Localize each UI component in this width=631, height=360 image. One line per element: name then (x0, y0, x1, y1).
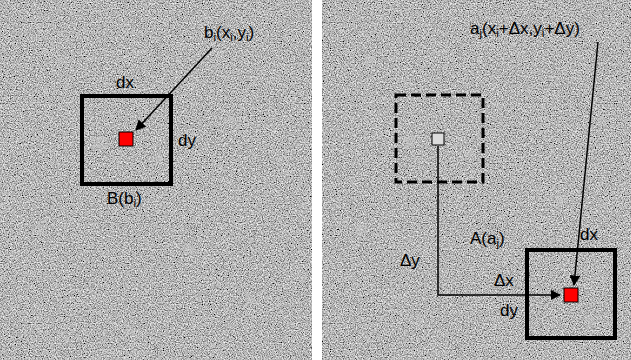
speckle-panel (0, 0, 312, 360)
displacement-label: Δx (494, 272, 514, 291)
target-box (527, 250, 615, 338)
label-text: dy (178, 132, 196, 151)
label-text: dx (580, 226, 598, 245)
subset-box (82, 96, 171, 184)
label-text: dy (500, 302, 518, 321)
label-text: dx (116, 74, 134, 93)
leader-arrow (574, 42, 598, 285)
dimension-label: dx (580, 226, 598, 245)
subset-label: A(aj) (470, 230, 505, 249)
dimension-label: dy (178, 132, 196, 151)
dimension-label: dx (116, 74, 134, 93)
label-text: A(aj) (470, 230, 505, 249)
reference-point (432, 133, 444, 145)
label-text: aj(xi+Δx,yi+Δy) (470, 20, 580, 39)
point-label: bi(xi,yi) (204, 24, 254, 43)
dimension-label: dy (500, 302, 518, 321)
displacement-path (438, 146, 560, 295)
reference-box (396, 95, 483, 182)
target-center (564, 288, 578, 302)
subset-label: B(bi) (107, 190, 142, 209)
displacement-label: Δy (400, 252, 420, 271)
point-label: aj(xi+Δx,yi+Δy) (470, 20, 580, 39)
label-text: Δx (494, 272, 514, 291)
leader-arrow (136, 48, 212, 130)
speckle-panel (322, 0, 631, 360)
label-text: B(bi) (107, 190, 142, 209)
label-text: bi(xi,yi) (204, 24, 254, 43)
label-text: Δy (400, 252, 420, 271)
subset-center (119, 132, 133, 146)
speckle-blobs (34, 55, 605, 334)
